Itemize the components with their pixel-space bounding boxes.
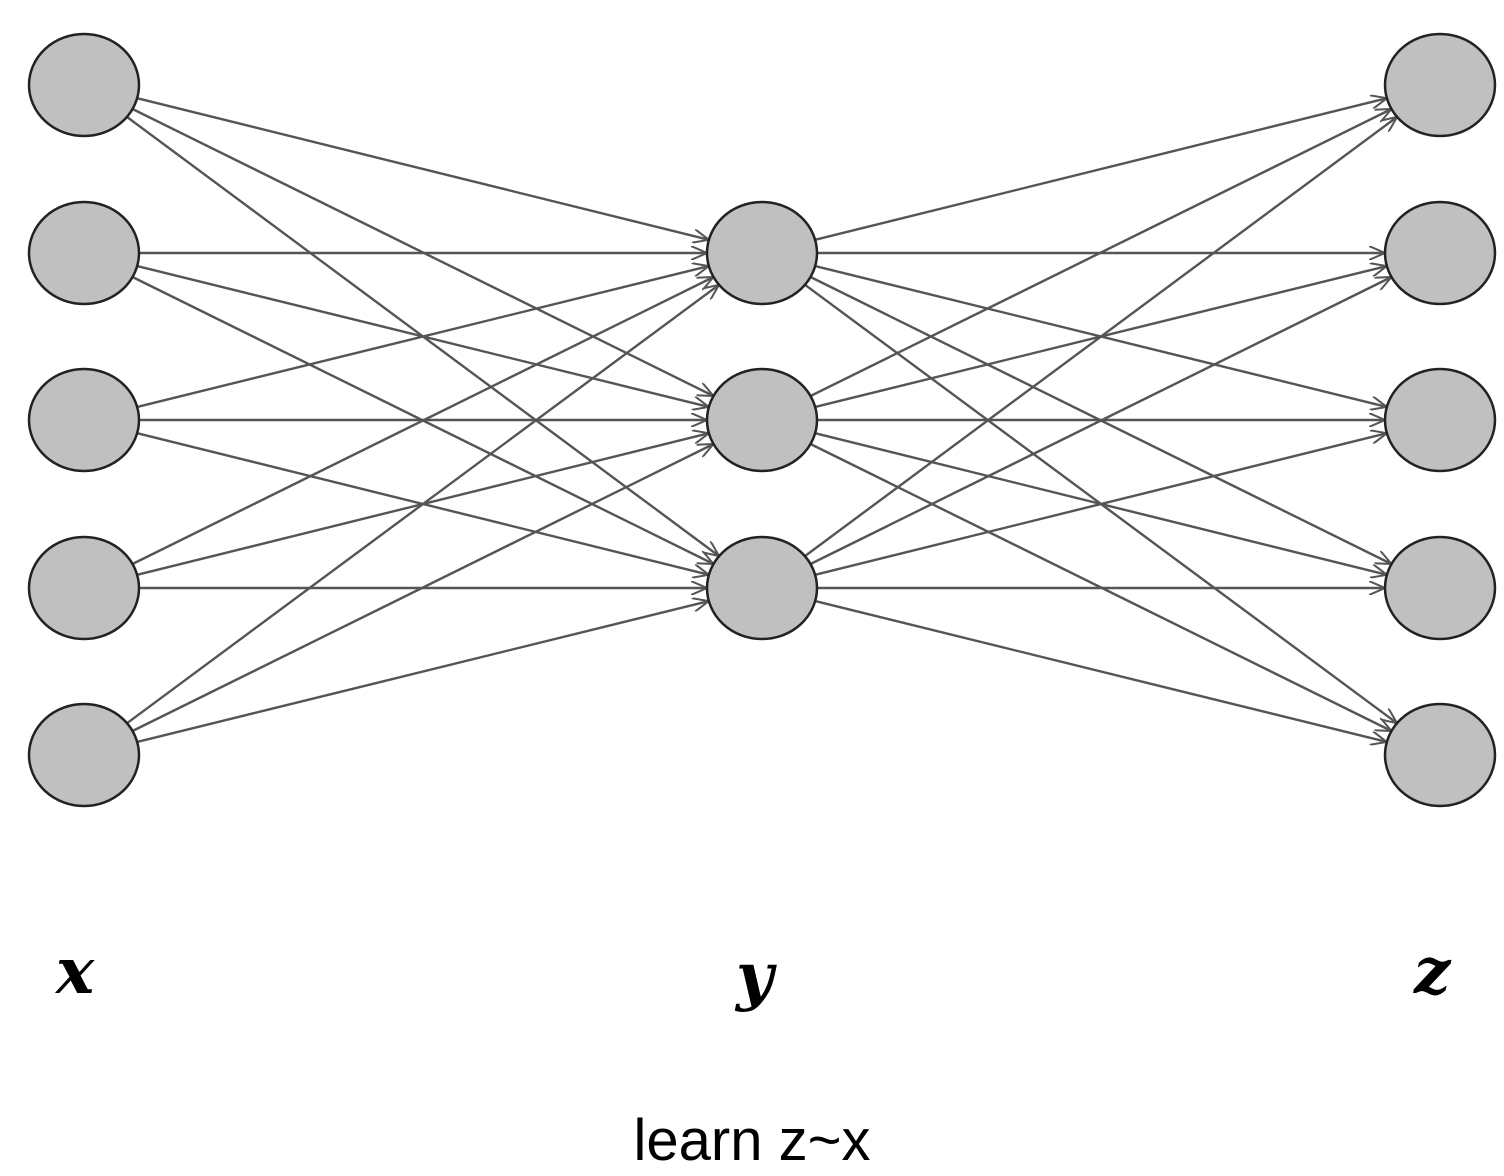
node-y-2 xyxy=(705,535,819,641)
node-z-2 xyxy=(1383,367,1497,473)
node-z-4 xyxy=(1383,702,1497,808)
edge-y-2-to-z-4 xyxy=(814,599,1387,742)
edge-x-2-to-y-0 xyxy=(136,266,709,409)
caption: learn z~x xyxy=(633,1108,871,1173)
node-x-1 xyxy=(27,200,141,306)
edge-y-1-to-z-0 xyxy=(809,109,1392,398)
nodes xyxy=(27,32,1497,808)
layer-label-x: x xyxy=(56,934,95,1009)
layer-label-y: y xyxy=(736,939,774,1014)
edge-y-2-to-z-0 xyxy=(804,117,1397,558)
edge-x-4-to-y-0 xyxy=(126,285,719,725)
edge-x-4-to-y-2 xyxy=(136,601,709,744)
node-y-0 xyxy=(705,200,819,306)
node-x-4 xyxy=(27,702,141,808)
node-z-1 xyxy=(1383,200,1497,306)
node-z-0 xyxy=(1383,32,1497,138)
edge-y-0-to-z-0 xyxy=(814,98,1387,241)
edge-y-2-to-z-2 xyxy=(814,433,1387,576)
node-x-0 xyxy=(27,32,141,138)
node-x-2 xyxy=(27,367,141,473)
node-y-1 xyxy=(705,367,819,473)
edges xyxy=(126,97,1397,744)
edge-x-4-to-y-1 xyxy=(131,444,714,733)
node-x-3 xyxy=(27,535,141,641)
node-z-3 xyxy=(1383,535,1497,641)
edge-y-2-to-z-1 xyxy=(809,277,1392,566)
edge-x-3-to-y-0 xyxy=(131,277,714,566)
layer-label-z: z xyxy=(1414,934,1451,1009)
edge-x-0-to-y-0 xyxy=(136,97,709,240)
